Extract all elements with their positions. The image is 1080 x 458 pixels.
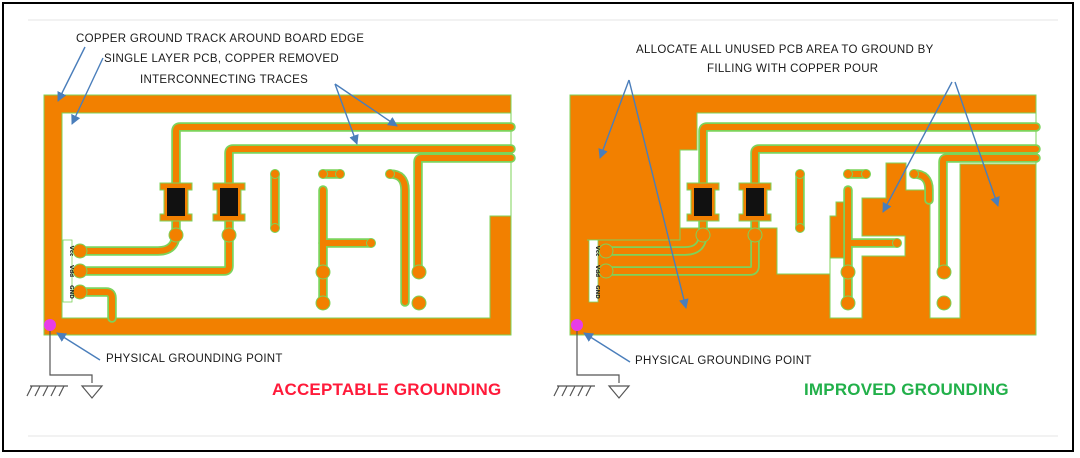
label-copper-ground-track: COPPER GROUND TRACK AROUND BOARD EDGE (76, 33, 364, 45)
pin-label: GND (594, 285, 600, 299)
left-ground-symbols (26, 331, 104, 399)
physical-grounding-point (44, 319, 56, 331)
right-pads (598, 169, 952, 311)
physical-grounding-point (571, 319, 583, 331)
left-components (159, 182, 246, 222)
right-arrows (583, 79, 1000, 363)
left-traces (75, 122, 516, 323)
label-physical-grounding-point: PHYSICAL GROUNDING POINT (635, 355, 812, 367)
caption-improved-grounding: IMPROVED GROUNDING (804, 380, 1009, 399)
label-physical-grounding-point: PHYSICAL GROUNDING POINT (106, 353, 283, 365)
caption-acceptable-grounding: ACCEPTABLE GROUNDING (272, 380, 501, 399)
copper-ground-track (43, 94, 512, 336)
pin-label: Vcc (594, 246, 600, 257)
left-arrows (56, 46, 398, 361)
label-copper-pour: FILLING WITH COPPER POUR (707, 63, 878, 75)
figure-frame (2, 2, 1074, 452)
label-single-layer-pcb: SINGLE LAYER PCB, COPPER REMOVED (104, 53, 339, 65)
pin-label: Vcc (68, 246, 74, 257)
left-connector-strip: Vcc Vdd GND (62, 239, 74, 303)
label-interconnecting-traces: INTERCONNECTING TRACES (140, 74, 308, 86)
label-allocate-unused-area: ALLOCATE ALL UNUSED PCB AREA TO GROUND B… (636, 44, 934, 56)
left-pcb: Vcc Vdd GND (43, 94, 516, 336)
right-components (686, 182, 772, 222)
right-ground-symbols (553, 331, 631, 399)
right-connector-strip: Vcc Vdd GND (588, 239, 600, 303)
right-pcb: Vcc Vdd GND (569, 94, 1041, 336)
pin-label: Vdd (68, 265, 74, 277)
pin-label: GND (68, 285, 74, 299)
left-pads (72, 169, 427, 311)
pin-label: Vdd (594, 265, 600, 277)
